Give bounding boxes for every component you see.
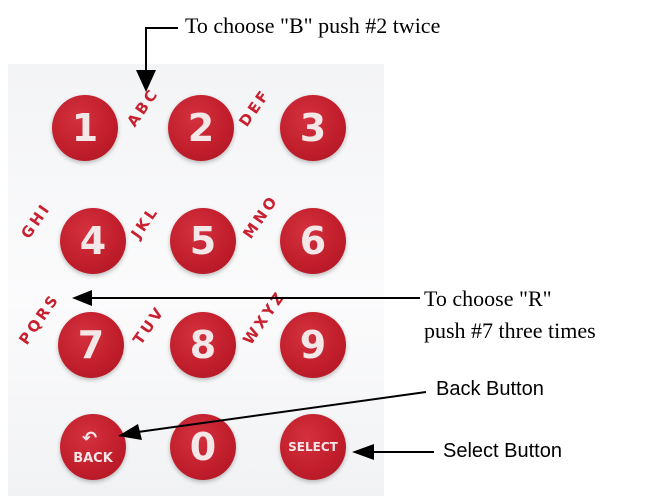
arrowhead-choose-b (136, 70, 156, 92)
arrowhead-back (118, 424, 142, 440)
annotation-choose-r-line1: To choose "R" (424, 286, 552, 311)
key-6-label: 6 (299, 219, 327, 263)
key-4[interactable]: 4 (60, 208, 126, 274)
select-key[interactable]: SELECT (280, 414, 346, 480)
annotation-choose-r-line2: push #7 three times (424, 318, 596, 343)
arrowhead-choose-r (72, 290, 92, 306)
annotation-choose-b: To choose "B" push #2 twice (185, 13, 441, 38)
key-5[interactable]: 5 (170, 208, 236, 274)
arrow-line-choose-b (145, 27, 178, 72)
key-3[interactable]: 3 (280, 95, 346, 161)
key-8[interactable]: 8 (170, 312, 236, 378)
key-0[interactable]: 0 (170, 414, 236, 480)
key-0-label: 0 (189, 425, 217, 469)
key-4-label: 4 (79, 219, 107, 263)
arrowhead-select (352, 444, 374, 460)
arrow-line-back (137, 391, 427, 433)
annotation-select-button: Select Button (443, 440, 562, 462)
key-1[interactable]: 1 (52, 95, 118, 161)
key-2[interactable]: 2 (168, 95, 234, 161)
annotation-back-button: Back Button (436, 378, 544, 400)
key-9[interactable]: 9 (280, 312, 346, 378)
key-8-label: 8 (189, 323, 217, 367)
back-arrow-icon: ↶ (82, 428, 98, 449)
key-7-label: 7 (77, 323, 105, 367)
key-5-label: 5 (189, 219, 217, 263)
key-3-label: 3 (299, 106, 327, 150)
key-6[interactable]: 6 (280, 208, 346, 274)
key-9-label: 9 (299, 323, 327, 367)
back-key[interactable]: ↶ BACK (60, 414, 126, 480)
select-key-label: SELECT (288, 440, 338, 454)
back-key-label: BACK (73, 451, 113, 466)
key-1-label: 1 (71, 106, 99, 150)
key-2-label: 2 (187, 106, 215, 150)
key-7[interactable]: 7 (58, 312, 124, 378)
